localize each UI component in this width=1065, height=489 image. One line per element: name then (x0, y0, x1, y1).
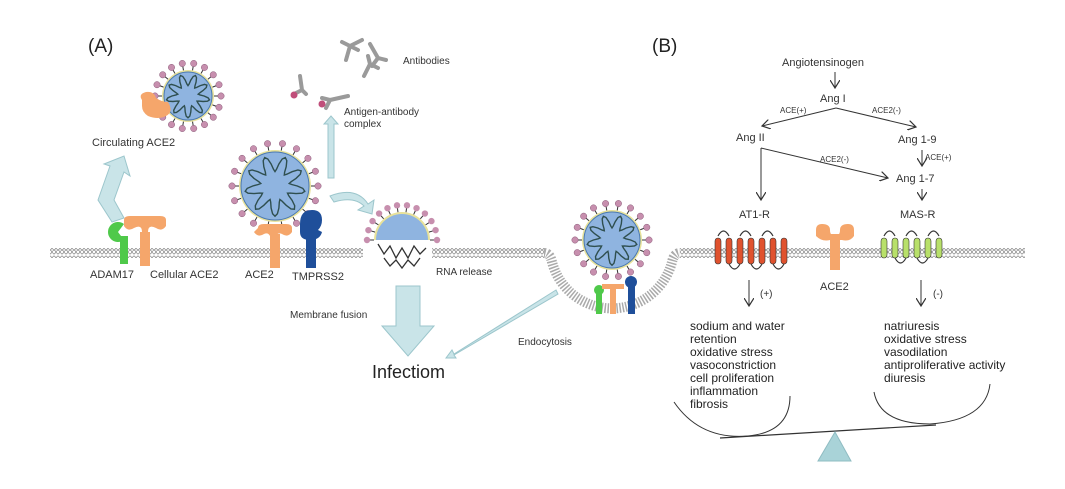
infection-label: Infectiom (372, 362, 445, 382)
tmprss2-label: TMPRSS2 (292, 271, 344, 283)
effect-item: antiproliferative activity (884, 358, 1005, 372)
antigen-antibody-label-line2: complex (344, 119, 381, 130)
balance-fulcrum (817, 430, 852, 462)
ace2-label-b: ACE2 (820, 281, 849, 293)
ace-plus-label: ACE(+) (780, 106, 807, 115)
ace2-label: ACE2 (245, 269, 274, 281)
balance-beam (719, 424, 937, 439)
antigen-icon (318, 100, 326, 108)
endocytosis-label: Endocytosis (518, 337, 572, 348)
endocytosed-virus-icon (571, 200, 653, 280)
ace2-minus-mid-label: ACE2(-) (820, 155, 849, 164)
masr-sign: (-) (933, 289, 943, 300)
ang17: Ang 1-7 (896, 173, 935, 185)
membrane-fusion-label: Membrane fusion (290, 310, 367, 321)
panel-a-label: (A) (88, 36, 113, 57)
angiotensinogen: Angiotensinogen (782, 57, 864, 69)
fusion-approach-arrow (329, 191, 375, 215)
effect-item: oxidative stress (690, 345, 773, 359)
circulating-virus (151, 60, 225, 132)
circulating-ace2-label: Circulating ACE2 (92, 137, 175, 149)
fusing-virus-icon (363, 202, 441, 270)
effect-item: diuresis (884, 371, 925, 385)
at1r-sign: (+) (760, 289, 773, 300)
masr-receptor-icon (880, 230, 943, 264)
arrow-ang1-to-ang19 (835, 107, 916, 127)
panel-b-label: (B) (652, 36, 677, 57)
cellular-ace2-label: Cellular ACE2 (150, 269, 218, 281)
bound-virus-icon (228, 140, 322, 232)
antigen-icon (290, 91, 298, 99)
arrow-ang2-to-ang17 (760, 147, 888, 178)
antibodies-group (292, 38, 388, 110)
ace-plus-19-label: ACE(+) (925, 153, 952, 162)
effect-item: oxidative stress (884, 332, 967, 346)
rna-release-label: RNA release (436, 267, 493, 278)
ace2-minus-label: ACE2(-) (872, 106, 901, 115)
ang19: Ang 1-9 (898, 134, 937, 146)
effect-item: cell proliferation (690, 371, 774, 385)
ang2: Ang II (736, 132, 765, 144)
virus-icon (151, 60, 225, 132)
antigen-antibody-label-line1: Antigen-antibody (344, 107, 419, 118)
effect-item: vasoconstriction (690, 358, 776, 372)
at1r-label: AT1-R (739, 209, 770, 221)
endocytosis-arrow (445, 289, 559, 359)
effect-item: natriuresis (884, 319, 939, 333)
adam17-label: ADAM17 (90, 269, 134, 281)
effect-item: inflammation (690, 384, 758, 398)
ang1: Ang I (820, 93, 846, 105)
circulating-ace2-shape (140, 91, 171, 118)
effect-item: sodium and water (690, 319, 785, 333)
effect-item: vasodilation (884, 345, 947, 359)
adam17-protein (108, 222, 128, 264)
shedding-arrow (97, 155, 131, 223)
ace2-protein-b (816, 224, 854, 270)
effect-item: retention (690, 332, 737, 346)
arrow-ang1-to-ang2 (762, 107, 837, 126)
masr-label: MAS-R (900, 209, 936, 221)
membrane-fusion-arrow (380, 285, 436, 357)
neutralization-arrow (322, 115, 340, 179)
tmprss2-protein (300, 210, 322, 268)
ace2-protein (254, 224, 292, 268)
effect-item: fibrosis (690, 397, 728, 411)
cell-membrane-a (50, 248, 1025, 314)
cellular-ace2-protein (124, 216, 166, 266)
right-balance-pan (873, 383, 991, 425)
at1r-receptor-icon (714, 230, 788, 270)
endocytosed-receptors (594, 276, 637, 314)
antibodies-label: Antibodies (403, 56, 450, 67)
